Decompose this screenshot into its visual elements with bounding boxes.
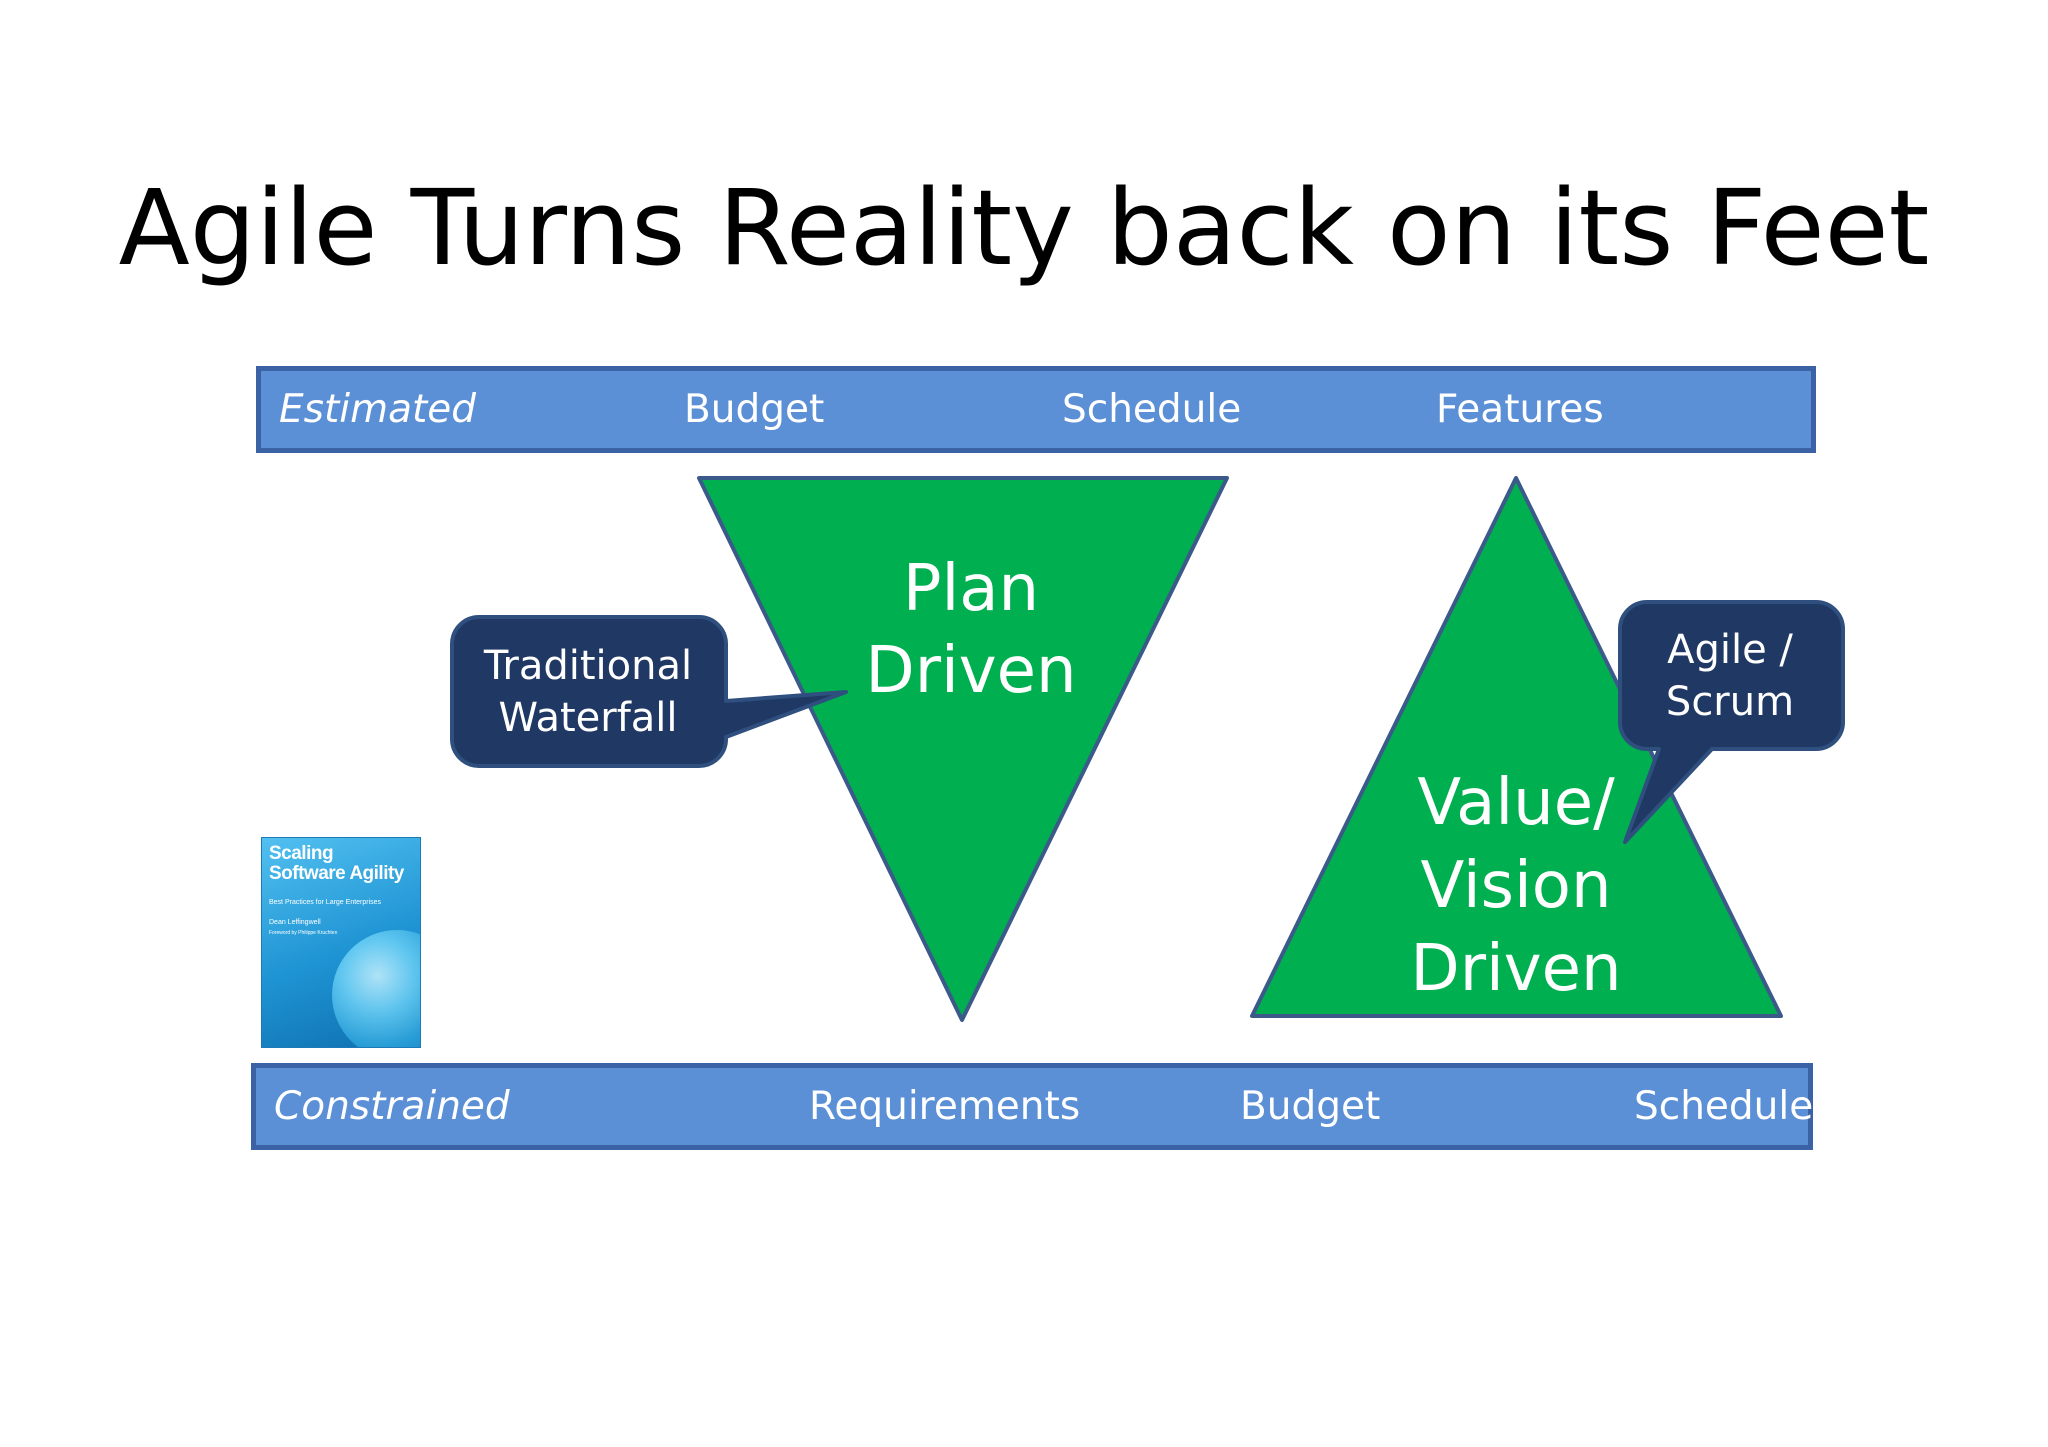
book-globe-graphic xyxy=(332,930,420,1047)
slide-title: Agile Turns Reality back on its Feet xyxy=(118,167,1930,289)
book-title-line-1: Scaling xyxy=(269,843,334,864)
plan-driven-line-1: Plan xyxy=(902,552,1040,626)
estimated-label: Estimated xyxy=(279,386,477,432)
scrum-callout-text: Agile / Scrum xyxy=(1620,624,1840,728)
estimated-schedule-label: Schedule xyxy=(1062,386,1242,432)
book-subtitle: Best Practices for Large Enterprises xyxy=(269,899,382,906)
value-driven-line-3: Driven xyxy=(1410,932,1622,1006)
value-driven-line-2: Vision xyxy=(1420,849,1612,923)
book-title: Scaling Software Agility xyxy=(269,844,404,884)
book-author: Dean Leffingwell xyxy=(269,919,321,926)
plan-driven-text: Plan Driven xyxy=(843,548,1099,712)
waterfall-callout-text: Traditional Waterfall xyxy=(452,640,724,744)
book-cover-image: Scaling Software Agility Best Practices … xyxy=(262,838,420,1047)
scrum-line-2: Scrum xyxy=(1665,679,1795,725)
constrained-schedule-label: Schedule xyxy=(1634,1083,1814,1129)
waterfall-line-1: Traditional xyxy=(483,643,693,689)
waterfall-line-2: Waterfall xyxy=(498,695,678,741)
constrained-budget-label: Budget xyxy=(1240,1083,1381,1129)
constrained-band: Constrained Requirements Budget Schedule xyxy=(251,1063,1813,1150)
scrum-callout xyxy=(1618,600,1845,844)
plan-driven-triangle xyxy=(697,476,1229,1022)
estimated-budget-label: Budget xyxy=(684,386,825,432)
plan-driven-line-2: Driven xyxy=(865,634,1077,708)
value-driven-text: Value/ Vision Driven xyxy=(1388,762,1644,1011)
book-foreword: Foreword by Philippe Kruchten xyxy=(269,930,338,936)
book-title-line-2: Software Agility xyxy=(269,863,404,884)
constrained-label: Constrained xyxy=(274,1083,510,1129)
estimated-band: Estimated Budget Schedule Features xyxy=(256,366,1816,453)
scrum-line-1: Agile / xyxy=(1667,627,1793,673)
value-driven-line-1: Value/ xyxy=(1417,766,1615,840)
estimated-features-label: Features xyxy=(1436,386,1604,432)
constrained-requirements-label: Requirements xyxy=(809,1083,1081,1129)
waterfall-callout xyxy=(450,615,848,768)
